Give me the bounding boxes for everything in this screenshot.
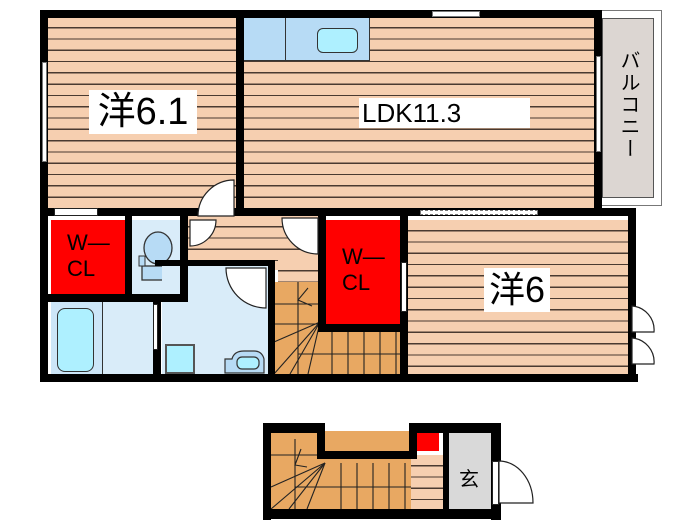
wall-wic1-bottom — [40, 294, 188, 302]
door-toilet[interactable] — [188, 218, 218, 248]
room-label-entrance: 玄 — [459, 469, 479, 491]
shoe-storage — [411, 433, 439, 451]
wall-lower-genkan-left — [443, 433, 449, 509]
wall-lower-top-left — [263, 423, 325, 433]
door-wic1[interactable] — [54, 208, 98, 216]
room-washroom-left — [103, 302, 153, 374]
wall-wic2-left — [318, 208, 326, 332]
wall-bottom — [40, 374, 638, 382]
door-room6-out-1[interactable] — [630, 304, 656, 338]
wall-left — [40, 10, 48, 378]
door-washroom[interactable] — [224, 266, 268, 310]
wall-wic1-right — [125, 216, 132, 300]
window-top-ldk — [432, 11, 480, 17]
room-label-wic-1: W— CL — [67, 230, 110, 281]
door-wic2-room6[interactable] — [401, 262, 407, 312]
entrance-door-swing[interactable] — [498, 460, 535, 507]
entry-floor — [411, 455, 449, 509]
room-label-balcony: バルコニー — [617, 50, 639, 160]
wall-toilet-right — [180, 216, 188, 302]
wall-wash-right — [268, 260, 275, 382]
wall-lower-notch-right — [409, 423, 417, 459]
washing-machine-icon — [165, 344, 195, 374]
room-balcony — [602, 18, 654, 198]
window-room6-top — [420, 210, 538, 215]
wall-lower-left — [263, 423, 271, 520]
wall-top-left — [40, 10, 600, 18]
wall-right-room6 — [628, 208, 636, 382]
room-label-western-6-1: 洋6.1 — [89, 90, 197, 134]
room-label-wic-2: W— CL — [342, 244, 385, 295]
window-ldk-balcony — [596, 56, 601, 152]
door-room6-out-2[interactable] — [630, 336, 656, 370]
bathtub-icon — [57, 308, 94, 372]
wall-lower-notch-left — [317, 423, 325, 459]
wash-basin-icon — [224, 350, 265, 374]
door-room61[interactable] — [196, 178, 236, 218]
stair-lines-lower — [270, 439, 421, 510]
kitchen-sink-icon — [317, 28, 358, 53]
room-label-western-6: 洋6 — [484, 268, 550, 312]
wall-wic2-bottom — [318, 324, 408, 332]
wall-lower-top-right — [409, 423, 501, 433]
ground-floor-plan: 玄 — [263, 423, 535, 520]
upper-floor-plan: 洋6.1 LDK11.3 バルコニー W— CL — [40, 10, 662, 382]
door-wic2-hall[interactable] — [280, 216, 320, 256]
wall-room61-ldk — [236, 10, 244, 216]
room-entrance — [449, 433, 491, 509]
room-label-ldk: LDK11.3 — [359, 98, 530, 128]
door-bath[interactable] — [153, 304, 158, 350]
kitchen-divider — [285, 18, 286, 61]
hallway-lower — [278, 260, 318, 284]
wall-lower-notch-bottom — [317, 451, 417, 459]
wall-lower-bottom — [263, 509, 501, 519]
wall-wash-top — [155, 260, 275, 266]
room-wic-2 — [326, 220, 400, 324]
room-wic-1 — [51, 220, 125, 294]
window-west-room61 — [42, 62, 47, 162]
wall-mid-horizontal — [40, 208, 636, 216]
door-entrance[interactable] — [492, 461, 499, 505]
bath-divider — [102, 302, 103, 374]
